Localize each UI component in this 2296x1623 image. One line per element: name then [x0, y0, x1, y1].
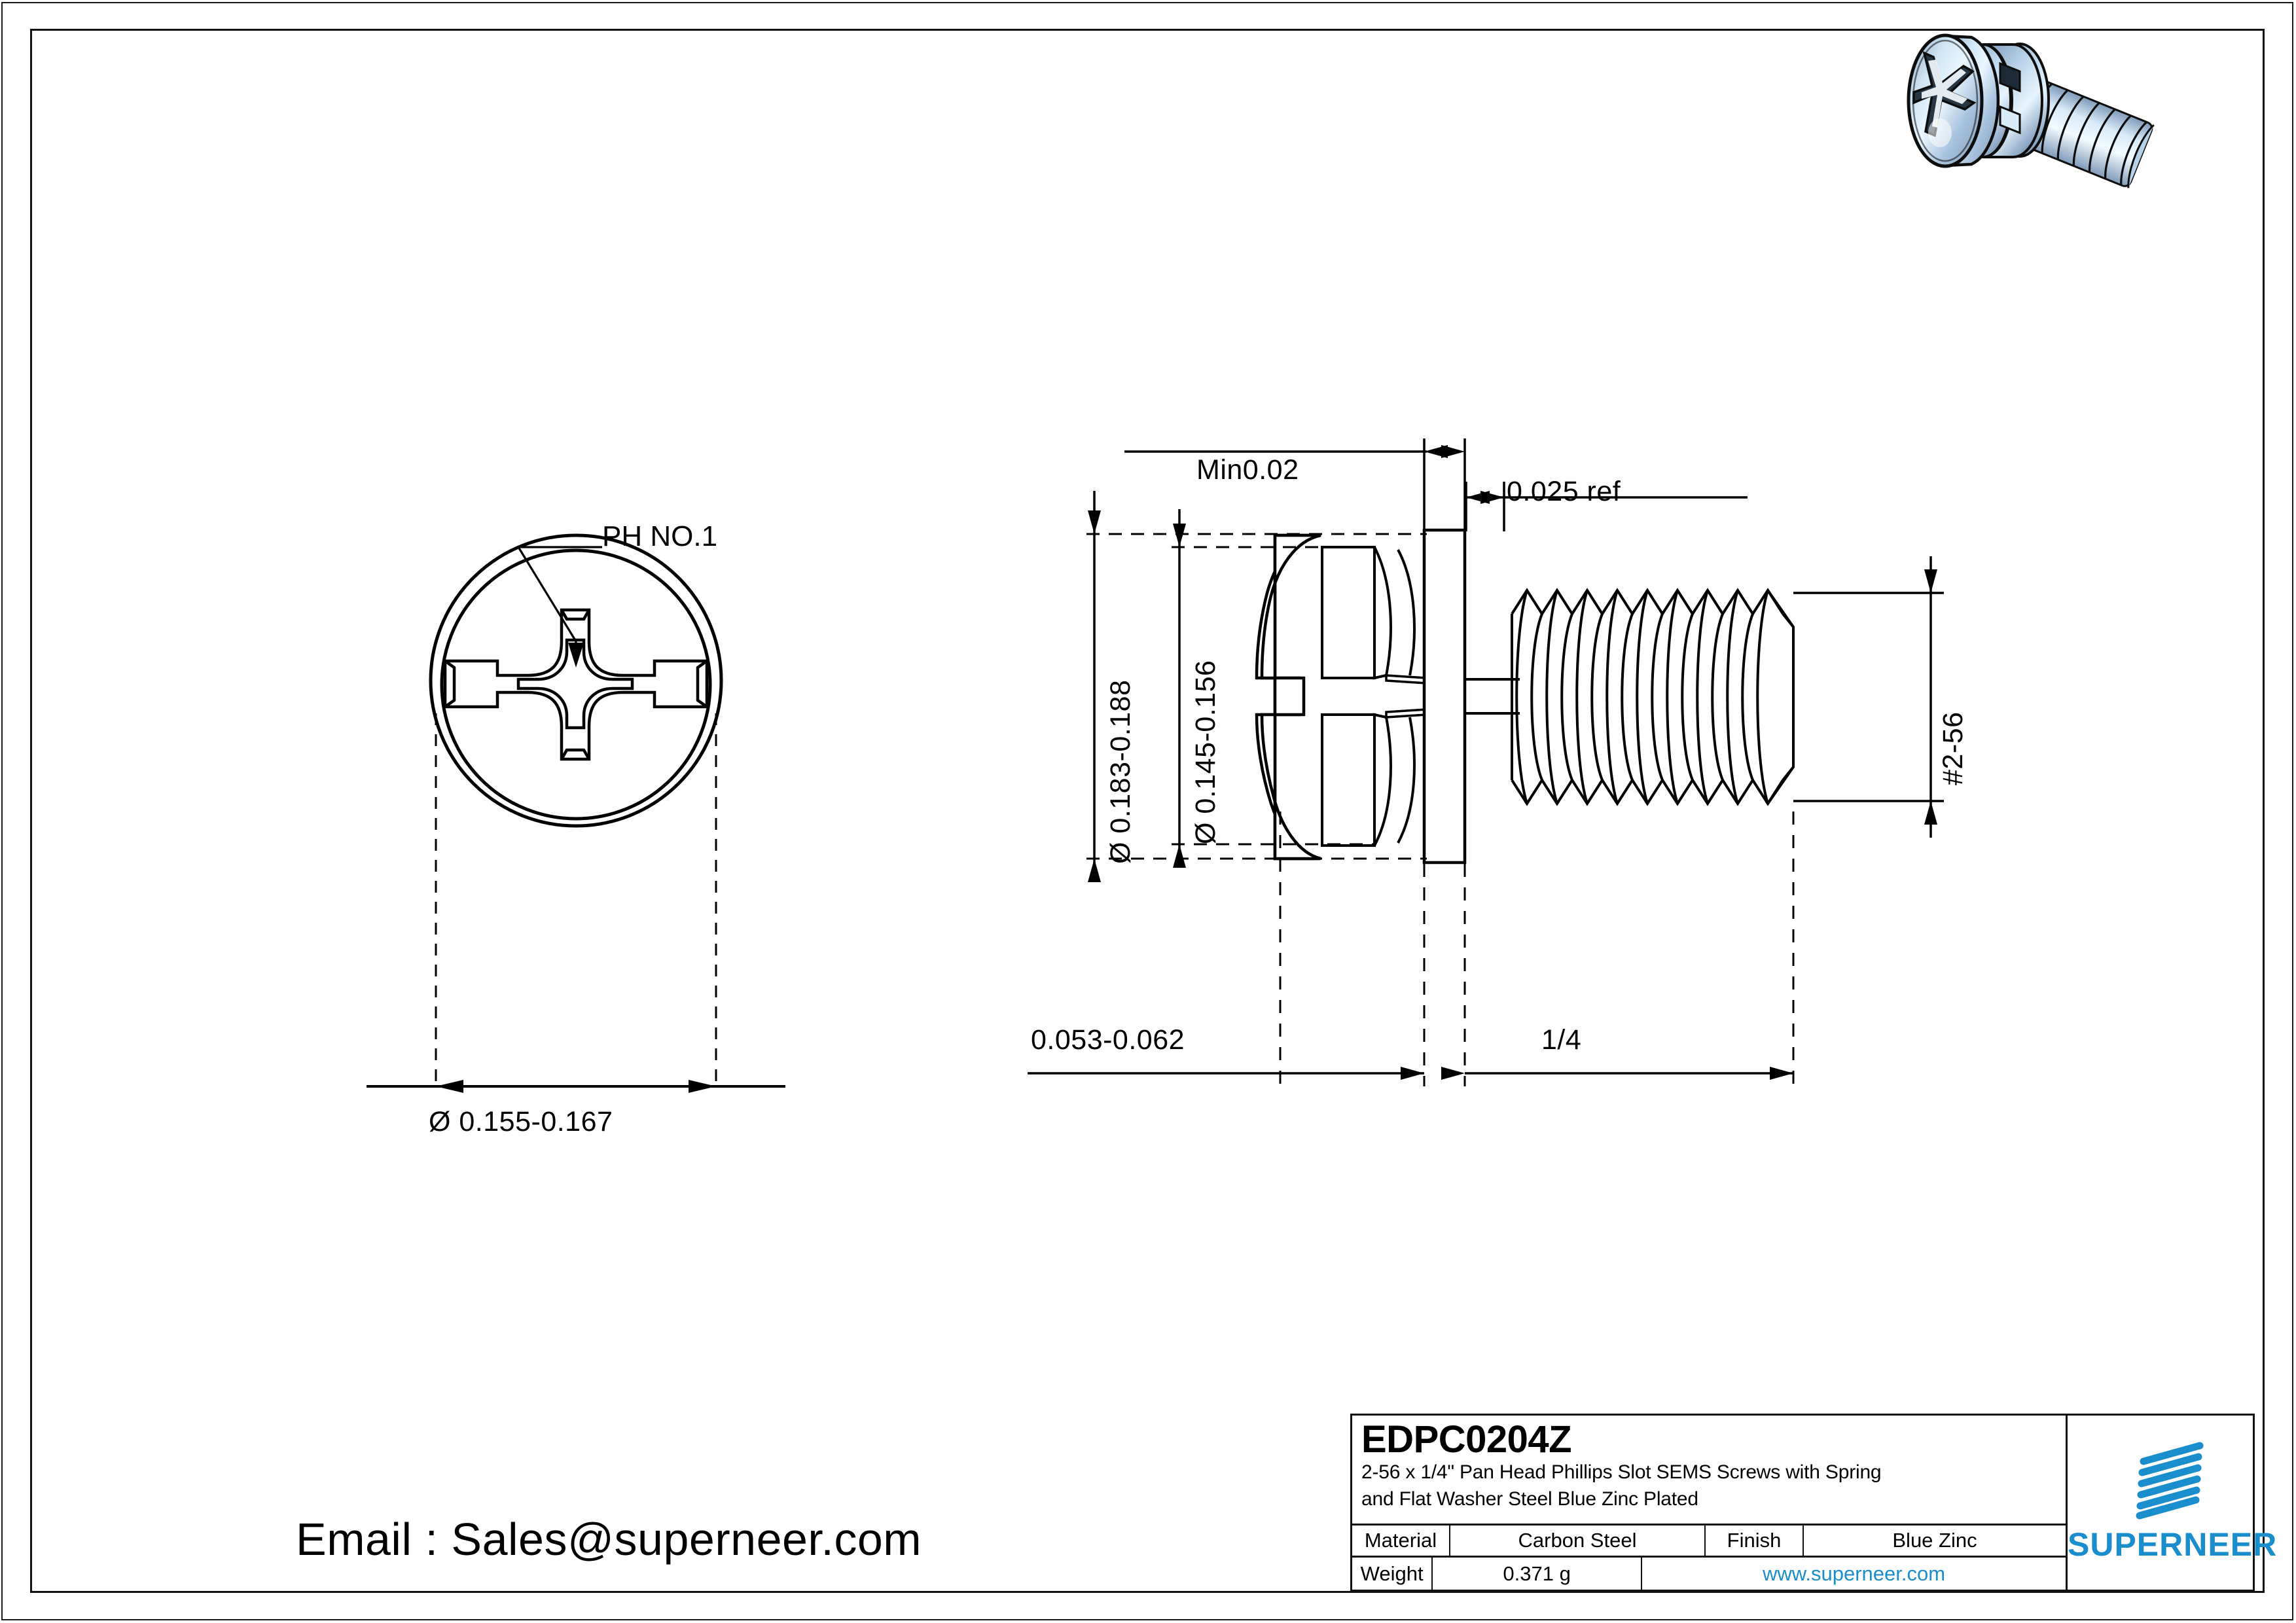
dim-thread-length: 1/4: [1541, 1024, 1582, 1056]
material-finish-row: Material Carbon Steel Finish Blue Zinc: [1352, 1525, 2066, 1558]
brand-logo: SUPERNEER: [2068, 1416, 2277, 1590]
material-value: Carbon Steel: [1450, 1525, 1706, 1556]
isometric-screw-render: [1885, 23, 2265, 188]
finish-label: Finish: [1706, 1525, 1804, 1556]
drawing-frame: [30, 29, 2265, 1593]
dim-head-diameter: Ø 0.183-0.188: [1105, 679, 1136, 864]
website-link[interactable]: www.superneer.com: [1762, 1561, 1946, 1585]
brand-name: SUPERNEER: [2068, 1526, 2278, 1563]
front-view-diameter-dimension: Ø 0.155-0.167: [429, 1106, 613, 1137]
front-view: [314, 432, 877, 1139]
dim-min002: Min0.02: [1196, 454, 1299, 486]
title-block: EDPC0204Z 2-56 x 1/4" Pan Head Phillips …: [1350, 1414, 2276, 1592]
superneer-mark-icon: [2136, 1442, 2208, 1520]
finish-value: Blue Zinc: [1892, 1529, 1977, 1552]
side-view: [1008, 419, 2219, 1152]
description-line-1: 2-56 x 1/4" Pan Head Phillips Slot SEMS …: [1361, 1461, 1882, 1484]
title-block-info: EDPC0204Z 2-56 x 1/4" Pan Head Phillips …: [1352, 1416, 2068, 1590]
ph-no1-label: PH NO.1: [602, 520, 718, 552]
weight-website-row: Weight 0.371 g www.superneer.com: [1352, 1558, 2066, 1590]
dim-head-height: 0.053-0.062: [1031, 1024, 1185, 1056]
material-label: Material: [1352, 1525, 1450, 1556]
description-line-2: and Flat Washer Steel Blue Zinc Plated: [1361, 1488, 1698, 1510]
email-text: Email : Sales@superneer.com: [296, 1514, 922, 1565]
dim-washer-diameter: Ø 0.145-0.156: [1190, 660, 1221, 844]
part-number: EDPC0204Z: [1361, 1418, 1572, 1461]
weight-value: 0.371 g: [1433, 1558, 1642, 1590]
dim-0025-ref: 0.025 ref: [1507, 476, 1621, 507]
title-block-description: EDPC0204Z 2-56 x 1/4" Pan Head Phillips …: [1352, 1416, 2066, 1525]
dim-thread-spec: #2-56: [1937, 711, 1969, 785]
weight-label: Weight: [1352, 1558, 1433, 1590]
